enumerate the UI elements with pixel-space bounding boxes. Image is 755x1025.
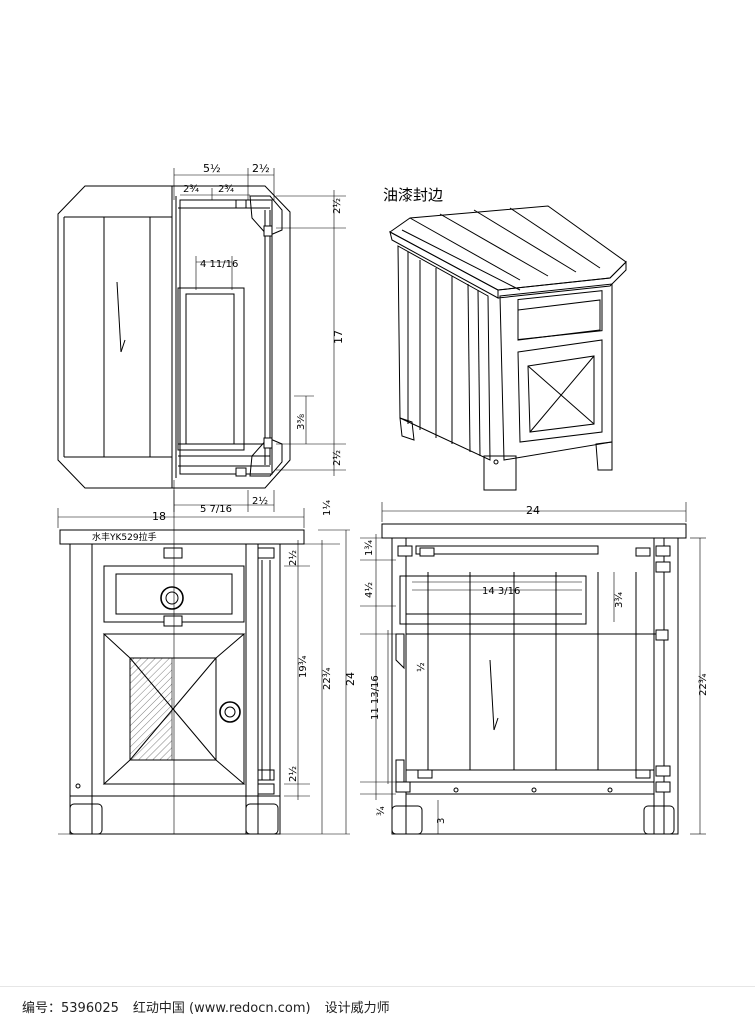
dim-top-b2: 2½ (252, 495, 268, 507)
dim-top-r1: 2½ (331, 198, 343, 214)
site-label: 红动中国 (www.redocn.com) (132, 1000, 311, 1016)
author-label: 设计威力师 (324, 1000, 390, 1016)
top-view-plan (57, 168, 346, 512)
dim-front-h2: 2½ (287, 550, 299, 566)
dim-side-h7: ¾ (376, 806, 387, 816)
dim-top-inner: 4 11/16 (200, 259, 238, 270)
dim-front-h5: 24 (344, 672, 357, 686)
watermark-footer: 编号：5396025 红动中国 (www.redocn.com) 设计威力师 (0, 986, 755, 1025)
dim-side-width: 24 (526, 504, 540, 517)
dim-front-h6: 2½ (287, 766, 299, 782)
front-elevation (57, 480, 350, 835)
dim-side-h4: ½ (415, 662, 427, 672)
dim-front-width: 18 (152, 510, 166, 523)
dim-top-b1: 5 7/16 (200, 504, 232, 515)
dim-top-w3: 2¾ (183, 184, 199, 195)
dim-top-r3: 2½ (331, 450, 343, 466)
note-hardware: 水丰YK529拉手 (92, 531, 157, 543)
side-elevation (360, 502, 706, 835)
dim-side-h3: 3¾ (614, 592, 625, 608)
dim-front-h3: 19¾ (298, 655, 309, 678)
dim-side-h2: 4½ (363, 582, 375, 598)
dim-top-r2: 3⅜ (296, 414, 307, 430)
dim-side-h5: 11 13/16 (370, 675, 381, 720)
dim-side-h1: 1¾ (364, 540, 375, 556)
dim-side-inner: 14 3/16 (482, 586, 520, 597)
dim-front-h4: 22¾ (322, 667, 333, 690)
dim-top-w2: 2½ (252, 162, 270, 175)
perspective-view (389, 205, 627, 491)
image-id-label: 编号：5396025 (22, 1000, 119, 1016)
dim-side-h8: 3 (436, 818, 447, 824)
dim-side-h6: 22¾ (698, 673, 709, 696)
note-top-finish: 油漆封边 (383, 186, 443, 204)
dim-top-w4: 2¾ (218, 184, 234, 195)
dim-top-r-h: 17 (332, 330, 345, 344)
dim-front-h1: 1¼ (321, 500, 333, 516)
dim-top-w1: 5½ (203, 162, 221, 175)
